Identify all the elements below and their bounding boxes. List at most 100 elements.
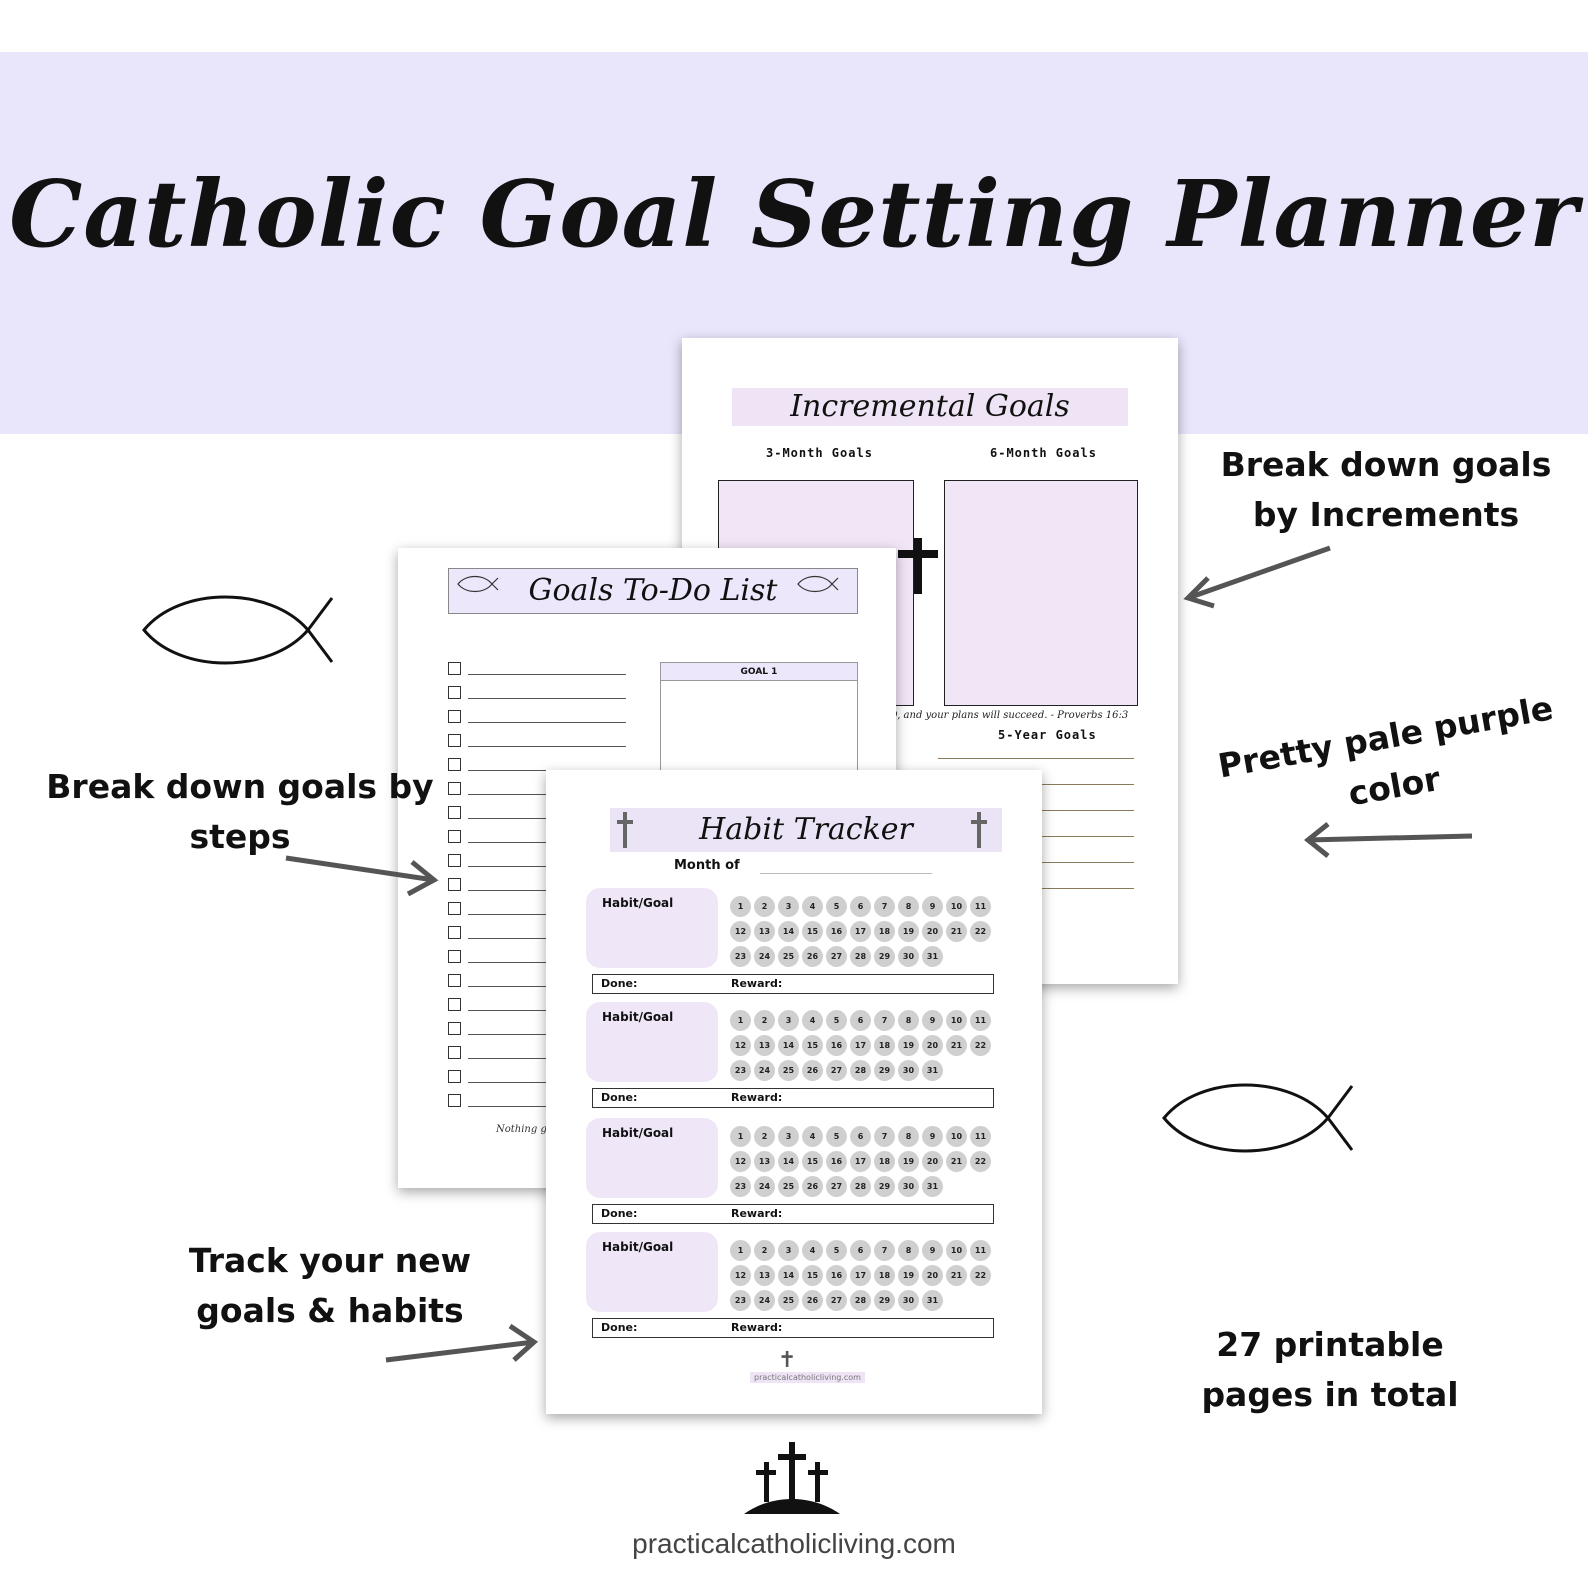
day-circle[interactable]: 31 <box>922 946 943 967</box>
day-circle[interactable]: 1 <box>730 1126 751 1147</box>
todo-checkbox[interactable] <box>448 806 461 819</box>
day-circle[interactable]: 17 <box>850 1151 871 1172</box>
day-circle[interactable]: 30 <box>898 1290 919 1311</box>
day-circle[interactable]: 11 <box>970 1126 991 1147</box>
todo-checkbox[interactable] <box>448 782 461 795</box>
day-circle[interactable]: 12 <box>730 1151 751 1172</box>
day-circle[interactable]: 21 <box>946 1035 967 1056</box>
day-circle[interactable]: 25 <box>778 946 799 967</box>
day-circle[interactable]: 10 <box>946 1126 967 1147</box>
day-circle[interactable]: 20 <box>922 1151 943 1172</box>
day-circle[interactable]: 4 <box>802 1126 823 1147</box>
day-circle[interactable]: 17 <box>850 1035 871 1056</box>
day-circle[interactable]: 27 <box>826 1290 847 1311</box>
todo-checkbox[interactable] <box>448 1022 461 1035</box>
day-circle[interactable]: 12 <box>730 921 751 942</box>
day-circle[interactable]: 25 <box>778 1290 799 1311</box>
day-circle[interactable]: 20 <box>922 921 943 942</box>
day-circle[interactable]: 2 <box>754 896 775 917</box>
day-circle[interactable]: 10 <box>946 1010 967 1031</box>
day-circle[interactable]: 12 <box>730 1265 751 1286</box>
day-circle[interactable]: 9 <box>922 1126 943 1147</box>
day-circle[interactable]: 26 <box>802 1290 823 1311</box>
day-circle[interactable]: 30 <box>898 1060 919 1081</box>
day-circle[interactable]: 15 <box>802 921 823 942</box>
todo-checkbox[interactable] <box>448 734 461 747</box>
day-circle[interactable]: 10 <box>946 896 967 917</box>
day-circle[interactable]: 30 <box>898 946 919 967</box>
day-circle[interactable]: 18 <box>874 1265 895 1286</box>
day-circle[interactable]: 6 <box>850 1126 871 1147</box>
day-circle[interactable]: 6 <box>850 896 871 917</box>
day-circle[interactable]: 23 <box>730 1290 751 1311</box>
day-circle[interactable]: 26 <box>802 1176 823 1197</box>
day-circle[interactable]: 14 <box>778 1035 799 1056</box>
day-circle[interactable]: 31 <box>922 1290 943 1311</box>
day-circle[interactable]: 17 <box>850 1265 871 1286</box>
day-circle[interactable]: 14 <box>778 1265 799 1286</box>
day-circle[interactable]: 22 <box>970 1035 991 1056</box>
day-circle[interactable]: 14 <box>778 921 799 942</box>
day-circle[interactable]: 1 <box>730 1010 751 1031</box>
day-circle[interactable]: 25 <box>778 1060 799 1081</box>
day-circle[interactable]: 3 <box>778 1240 799 1261</box>
day-circle[interactable]: 20 <box>922 1035 943 1056</box>
day-circle[interactable]: 24 <box>754 1290 775 1311</box>
day-circle[interactable]: 16 <box>826 1265 847 1286</box>
day-circle[interactable]: 13 <box>754 1151 775 1172</box>
day-circle[interactable]: 25 <box>778 1176 799 1197</box>
day-circle[interactable]: 16 <box>826 921 847 942</box>
day-circle[interactable]: 2 <box>754 1126 775 1147</box>
day-circle[interactable]: 3 <box>778 1010 799 1031</box>
day-circle[interactable]: 23 <box>730 946 751 967</box>
day-circle[interactable]: 11 <box>970 1010 991 1031</box>
day-circle[interactable]: 15 <box>802 1035 823 1056</box>
day-circle[interactable]: 9 <box>922 1240 943 1261</box>
day-circle[interactable]: 18 <box>874 1035 895 1056</box>
todo-checkbox[interactable] <box>448 950 461 963</box>
day-circle[interactable]: 26 <box>802 1060 823 1081</box>
todo-checkbox[interactable] <box>448 1046 461 1059</box>
day-circle[interactable]: 16 <box>826 1151 847 1172</box>
day-circle[interactable]: 18 <box>874 1151 895 1172</box>
day-circle[interactable]: 21 <box>946 1151 967 1172</box>
habit-goal-box[interactable] <box>586 888 718 968</box>
day-circle[interactable]: 2 <box>754 1240 775 1261</box>
day-circle[interactable]: 26 <box>802 946 823 967</box>
day-circle[interactable]: 22 <box>970 1151 991 1172</box>
todo-checkbox[interactable] <box>448 662 461 675</box>
day-circle[interactable]: 8 <box>898 1010 919 1031</box>
day-circle[interactable]: 4 <box>802 1240 823 1261</box>
day-circle[interactable]: 15 <box>802 1151 823 1172</box>
day-circle[interactable]: 5 <box>826 1240 847 1261</box>
day-circle[interactable]: 27 <box>826 1176 847 1197</box>
day-circle[interactable]: 3 <box>778 896 799 917</box>
day-circle[interactable]: 17 <box>850 921 871 942</box>
day-circle[interactable]: 28 <box>850 946 871 967</box>
todo-checkbox[interactable] <box>448 974 461 987</box>
day-circle[interactable]: 24 <box>754 1176 775 1197</box>
day-circle[interactable]: 29 <box>874 946 895 967</box>
day-circle[interactable]: 13 <box>754 921 775 942</box>
day-circle[interactable]: 11 <box>970 896 991 917</box>
day-circle[interactable]: 11 <box>970 1240 991 1261</box>
day-circle[interactable]: 24 <box>754 1060 775 1081</box>
day-circle[interactable]: 2 <box>754 1010 775 1031</box>
day-circle[interactable]: 1 <box>730 1240 751 1261</box>
todo-checkbox[interactable] <box>448 926 461 939</box>
todo-checkbox[interactable] <box>448 854 461 867</box>
todo-checkbox[interactable] <box>448 1070 461 1083</box>
day-circle[interactable]: 21 <box>946 921 967 942</box>
todo-checkbox[interactable] <box>448 1094 461 1107</box>
day-circle[interactable]: 9 <box>922 1010 943 1031</box>
day-circle[interactable]: 5 <box>826 1126 847 1147</box>
todo-checkbox[interactable] <box>448 686 461 699</box>
day-circle[interactable]: 7 <box>874 1126 895 1147</box>
day-circle[interactable]: 4 <box>802 896 823 917</box>
day-circle[interactable]: 28 <box>850 1176 871 1197</box>
day-circle[interactable]: 28 <box>850 1060 871 1081</box>
day-circle[interactable]: 28 <box>850 1290 871 1311</box>
todo-checkbox[interactable] <box>448 830 461 843</box>
day-circle[interactable]: 13 <box>754 1265 775 1286</box>
day-circle[interactable]: 7 <box>874 1240 895 1261</box>
